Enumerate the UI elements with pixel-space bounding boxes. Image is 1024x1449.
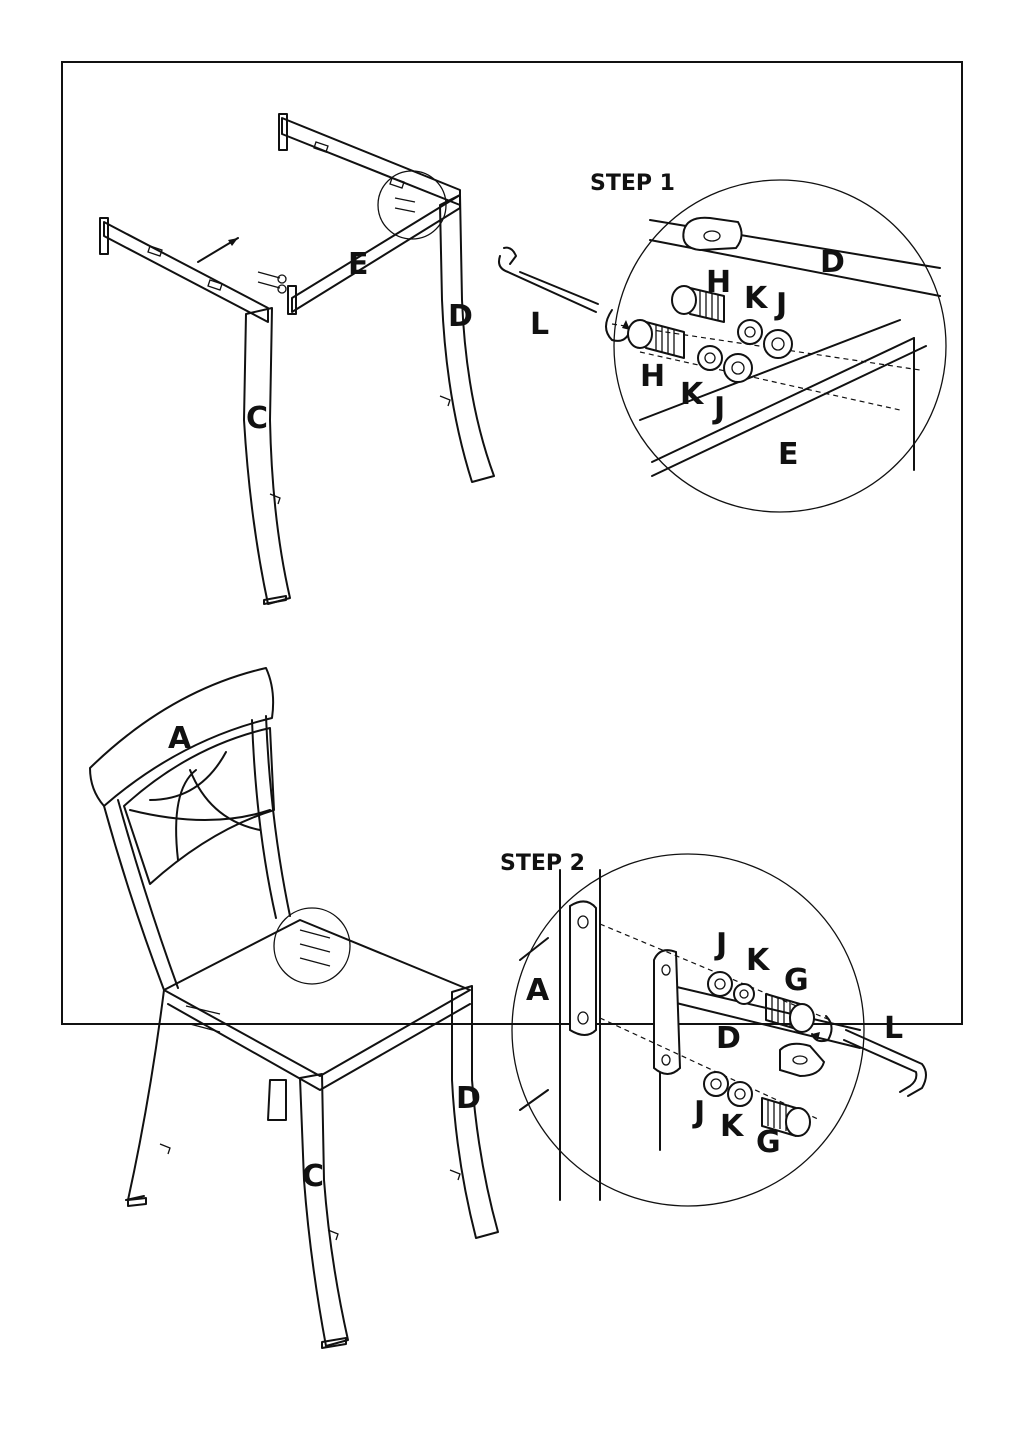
step2-chair-overview (89, 667, 499, 1349)
label-d-step2: D (456, 1081, 481, 1116)
label-j-top-detail2: J (714, 927, 727, 962)
label-a-step2: A (168, 721, 192, 756)
label-c-step2: C (302, 1159, 324, 1194)
label-j-bottom: J (712, 391, 725, 426)
label-d-detail1: D (820, 245, 845, 280)
label-e-step1: E (348, 247, 369, 282)
step2-title: STEP 2 (500, 851, 585, 876)
label-h-bottom: H (640, 359, 665, 394)
label-j-top: J (774, 287, 787, 322)
label-j-bottom-detail2: J (692, 1095, 705, 1130)
label-a-detail2: A (526, 973, 550, 1008)
page-border (61, 61, 963, 1025)
label-k-bottom: K (680, 377, 705, 412)
step1-title: STEP 1 (590, 171, 675, 196)
label-l-detail2: L (884, 1011, 903, 1046)
label-c-step1: C (246, 401, 268, 436)
label-g-bottom-detail2: G (756, 1125, 781, 1160)
label-d-detail2: D (716, 1021, 741, 1056)
label-e-detail1: E (778, 437, 799, 472)
label-k-top: K (744, 281, 769, 316)
label-g-top-detail2: G (784, 963, 809, 998)
label-k-bottom-detail2: K (720, 1109, 745, 1144)
label-l-detail1: L (530, 307, 549, 342)
label-h-top: H (706, 265, 731, 300)
step2-detail-zoom (511, 853, 927, 1207)
step1-detail-zoom (498, 179, 947, 513)
label-d-step1: D (448, 299, 473, 334)
step1-frame-overview (99, 113, 495, 605)
label-k-top-detail2: K (746, 943, 771, 978)
